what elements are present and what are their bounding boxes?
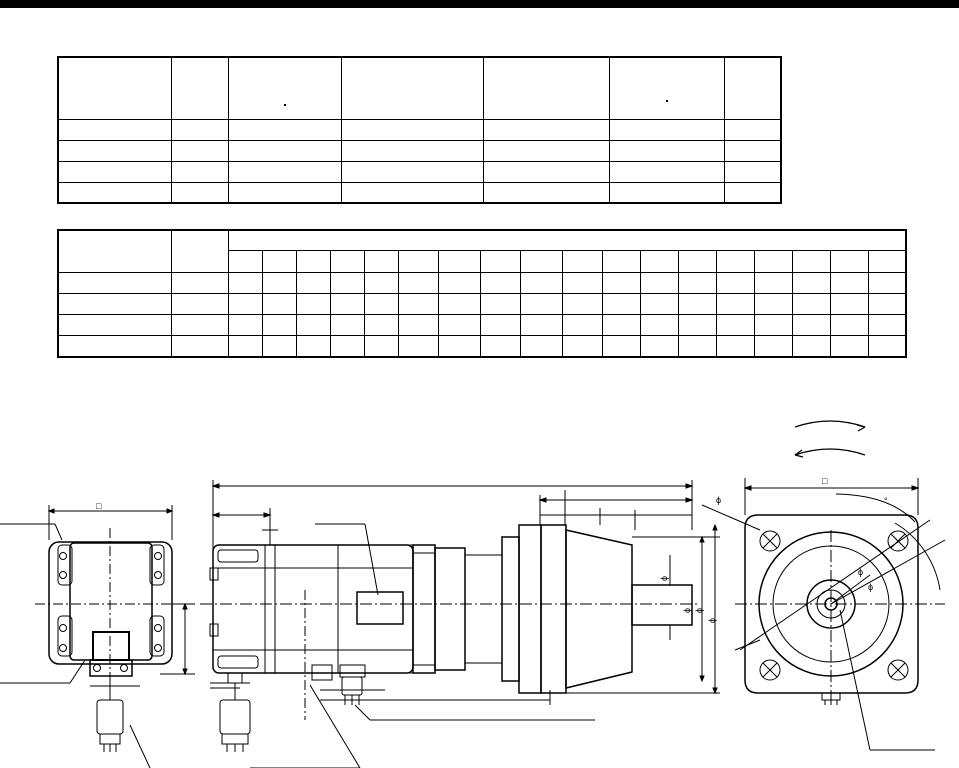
table-row xyxy=(57,335,907,358)
phi-symbol-f: ϕ xyxy=(868,582,873,592)
table-header-cell xyxy=(340,56,484,120)
spec-table-2 xyxy=(57,229,908,358)
degree-symbol: ° xyxy=(884,496,888,506)
phi-symbol-e: ϕ xyxy=(858,567,863,577)
table-header-cell xyxy=(57,56,172,120)
table-header-cell xyxy=(723,56,782,120)
spec-table-1 xyxy=(57,56,782,204)
top-header-bar xyxy=(0,0,959,8)
phi-symbol-top: ϕ xyxy=(716,495,721,505)
table-row xyxy=(57,118,782,141)
table-cell xyxy=(867,249,907,273)
phi-symbol-d: ϕ xyxy=(707,618,717,623)
flange-view-right: □ ϕ ° ϕ ϕ xyxy=(701,476,946,751)
mark-dot xyxy=(283,103,286,106)
table-header-row xyxy=(57,229,907,273)
table-row xyxy=(57,292,907,316)
table-header-cell xyxy=(170,229,229,273)
rotation-arrows-icon xyxy=(794,420,866,458)
table-row xyxy=(57,181,782,204)
phi-symbol-c: ϕ xyxy=(694,608,704,613)
table-header-cell xyxy=(170,56,229,120)
table-header-cell xyxy=(57,229,172,273)
table-cell xyxy=(867,335,907,358)
square-symbol-left: □ xyxy=(96,501,102,511)
side-view: ϕ ϕ ϕ ϕ xyxy=(129,480,720,768)
table-row xyxy=(57,139,782,162)
mark-dot xyxy=(665,99,668,102)
table-header-row xyxy=(57,56,782,120)
square-symbol-right: □ xyxy=(822,476,828,486)
end-view-left: □ xyxy=(0,501,195,752)
table-cell xyxy=(723,181,782,204)
phi-symbol-b: ϕ xyxy=(682,608,692,613)
phi-symbol-a: ϕ xyxy=(659,576,669,581)
table-subheader-row xyxy=(58,249,907,273)
